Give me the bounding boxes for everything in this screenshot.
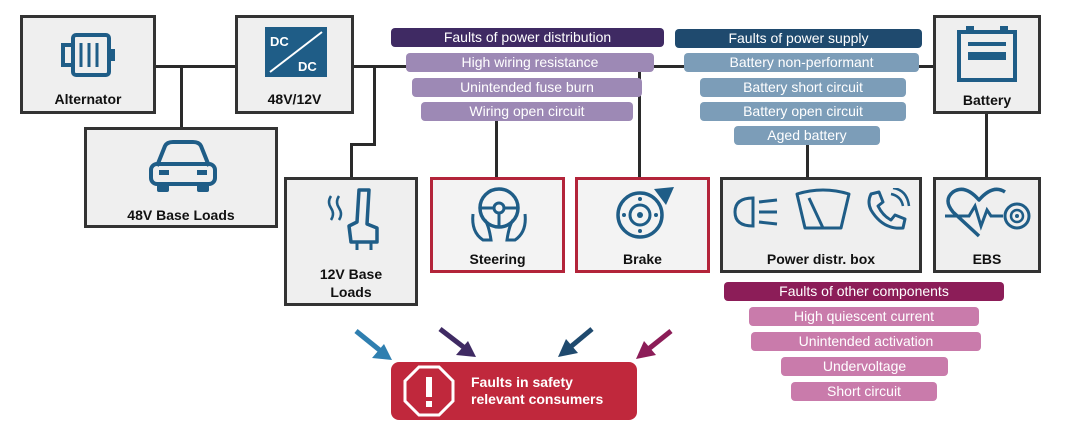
- battery-label: Battery: [962, 92, 1012, 108]
- ebs-box: EBS: [933, 177, 1041, 273]
- distribution-fault-item: Unintended fuse burn: [412, 78, 642, 97]
- car-icon: [149, 140, 217, 192]
- battery-icon: [957, 26, 1017, 82]
- supply-faults-title: Faults of power supply: [675, 29, 922, 48]
- alternator-icon: [61, 33, 115, 77]
- base-loads-12v-box: 12V Base Loads: [284, 177, 418, 306]
- distribution-fault-item: High wiring resistance: [406, 53, 654, 72]
- wire-ebs: [985, 113, 988, 177]
- dcdc-top-text: DC: [270, 34, 289, 49]
- brake-label: Brake: [623, 251, 662, 267]
- alternator-label: Alternator: [54, 91, 122, 107]
- arrow-icon: [438, 327, 476, 357]
- steering-wheel-icon: [471, 187, 527, 242]
- steering-label: Steering: [469, 251, 526, 267]
- wire-12v-h2: [350, 143, 376, 146]
- base-loads-48v-label: 48V Base Loads: [127, 207, 235, 223]
- wire-12v-v1: [373, 65, 376, 145]
- safety-line-2: relevant consumers: [471, 391, 604, 407]
- other-fault-item: Unintended activation: [751, 332, 981, 351]
- other-fault-item: High quiescent current: [749, 307, 979, 326]
- arrow-icon: [354, 329, 392, 360]
- supply-fault-item: Battery non-performant: [684, 53, 919, 72]
- supply-fault-item: Aged battery: [734, 126, 880, 145]
- headlight-icon: [733, 196, 778, 228]
- heartbeat-sensor-icon: [945, 187, 1031, 238]
- supply-fault-item: Battery short circuit: [700, 78, 906, 97]
- arrow-icon: [558, 327, 594, 357]
- steering-box: Steering: [430, 177, 565, 273]
- dcdc-converter-icon: DC DC: [265, 27, 327, 77]
- wiper-icon: [795, 188, 851, 230]
- dcdc-bottom-text: DC: [298, 59, 317, 74]
- safety-consumers-faults-box: Faults in safety relevant consumers: [391, 362, 637, 420]
- other-faults-title: Faults of other components: [724, 282, 1004, 301]
- dcdc-converter-box: DC DC 48V/12V: [235, 15, 354, 114]
- wire-48v-loads: [180, 65, 183, 130]
- power-distribution-box: Power distr. box: [720, 177, 922, 273]
- brake-box: Brake: [575, 177, 710, 273]
- base-loads-12v-label-line2: Loads: [330, 284, 372, 300]
- battery-box: Battery: [933, 15, 1041, 114]
- other-fault-item: Short circuit: [791, 382, 937, 401]
- wire-power-box: [806, 144, 809, 177]
- arrow-icon: [636, 329, 673, 359]
- wire-brake: [638, 66, 641, 177]
- other-fault-item: Undervoltage: [781, 357, 948, 376]
- wire-steering: [495, 120, 498, 177]
- safety-line-1: Faults in safety: [471, 374, 573, 390]
- base-loads-48v-box: 48V Base Loads: [84, 127, 278, 228]
- power-distribution-label: Power distr. box: [766, 251, 876, 267]
- alternator-box: Alternator: [20, 15, 156, 114]
- ebs-label: EBS: [972, 251, 1002, 267]
- distribution-fault-item: Wiring open circuit: [421, 102, 633, 121]
- phone-icon: [867, 188, 911, 230]
- distribution-faults-title: Faults of power distribution: [391, 28, 664, 47]
- supply-fault-item: Battery open circuit: [700, 102, 906, 121]
- base-loads-12v-label-line1: 12V Base: [319, 266, 383, 282]
- seat-heating-icon: [327, 188, 379, 250]
- dcdc-label: 48V/12V: [267, 91, 322, 107]
- wire-12v-v2: [350, 143, 353, 178]
- warning-octagon-icon: [403, 365, 455, 417]
- brake-disc-icon: [616, 187, 674, 239]
- wire-12v-h: [373, 65, 418, 68]
